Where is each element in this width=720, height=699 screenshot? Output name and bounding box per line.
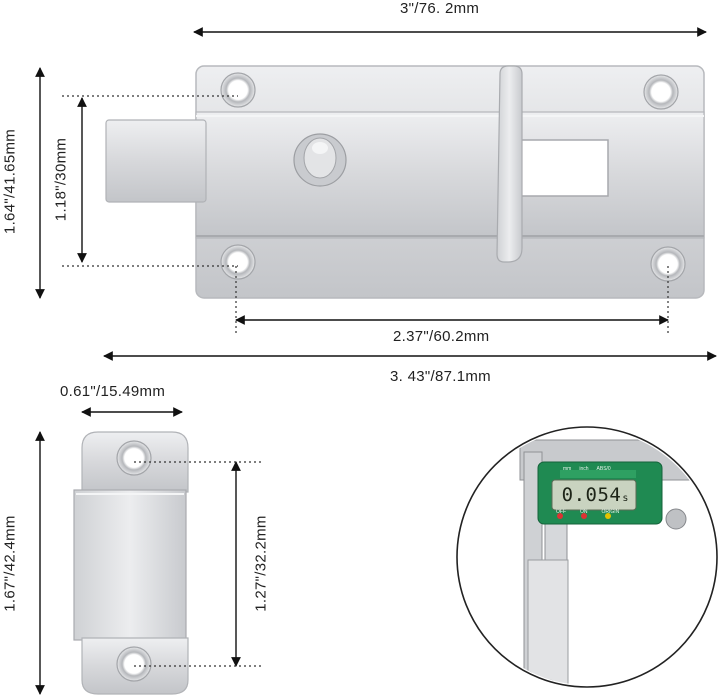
total-length-label: 3. 43"/87.1mm	[390, 368, 491, 385]
caliper-unit-labels: mm inch ABS/0	[563, 466, 611, 472]
strike-plate	[73, 431, 189, 695]
caliper-display-value: 0.054	[561, 484, 622, 506]
barrel-bolt	[105, 65, 705, 299]
unit-abs-label: ABS/0	[596, 466, 611, 472]
unit-inch-label: inch	[579, 466, 589, 472]
off-button-label: OFF	[556, 509, 566, 515]
strike-dimension-lines	[35, 407, 241, 695]
caliper-lcd-readout: 0.054 s	[558, 481, 632, 509]
caliper-display-unit: s	[622, 492, 629, 504]
bolt-guide-lines	[62, 95, 669, 334]
bolt-length-label: 3"/76. 2mm	[400, 0, 480, 17]
hole-spacing-horizontal-label: 2.37"/60.2mm	[393, 328, 490, 345]
unit-mm-label: mm	[563, 466, 572, 472]
strike-hole-spacing-label: 1.27"/32.2mm	[252, 515, 270, 612]
bolt-dimension-lines	[35, 27, 717, 361]
plate-height-label: 1.64"/41.65mm	[1, 128, 19, 235]
caliper-button-labels: OFF ON ORIGIN	[556, 509, 619, 515]
strike-width-label: 0.61"/15.49mm	[60, 383, 166, 400]
on-button-label: ON	[580, 509, 588, 515]
strike-height-label: 1.67"/42.4mm	[1, 515, 19, 612]
origin-button-label: ORIGIN	[601, 509, 620, 515]
strike-guide-lines	[134, 461, 262, 667]
hole-spacing-vertical-label: 1.18"/30mm	[52, 137, 70, 222]
